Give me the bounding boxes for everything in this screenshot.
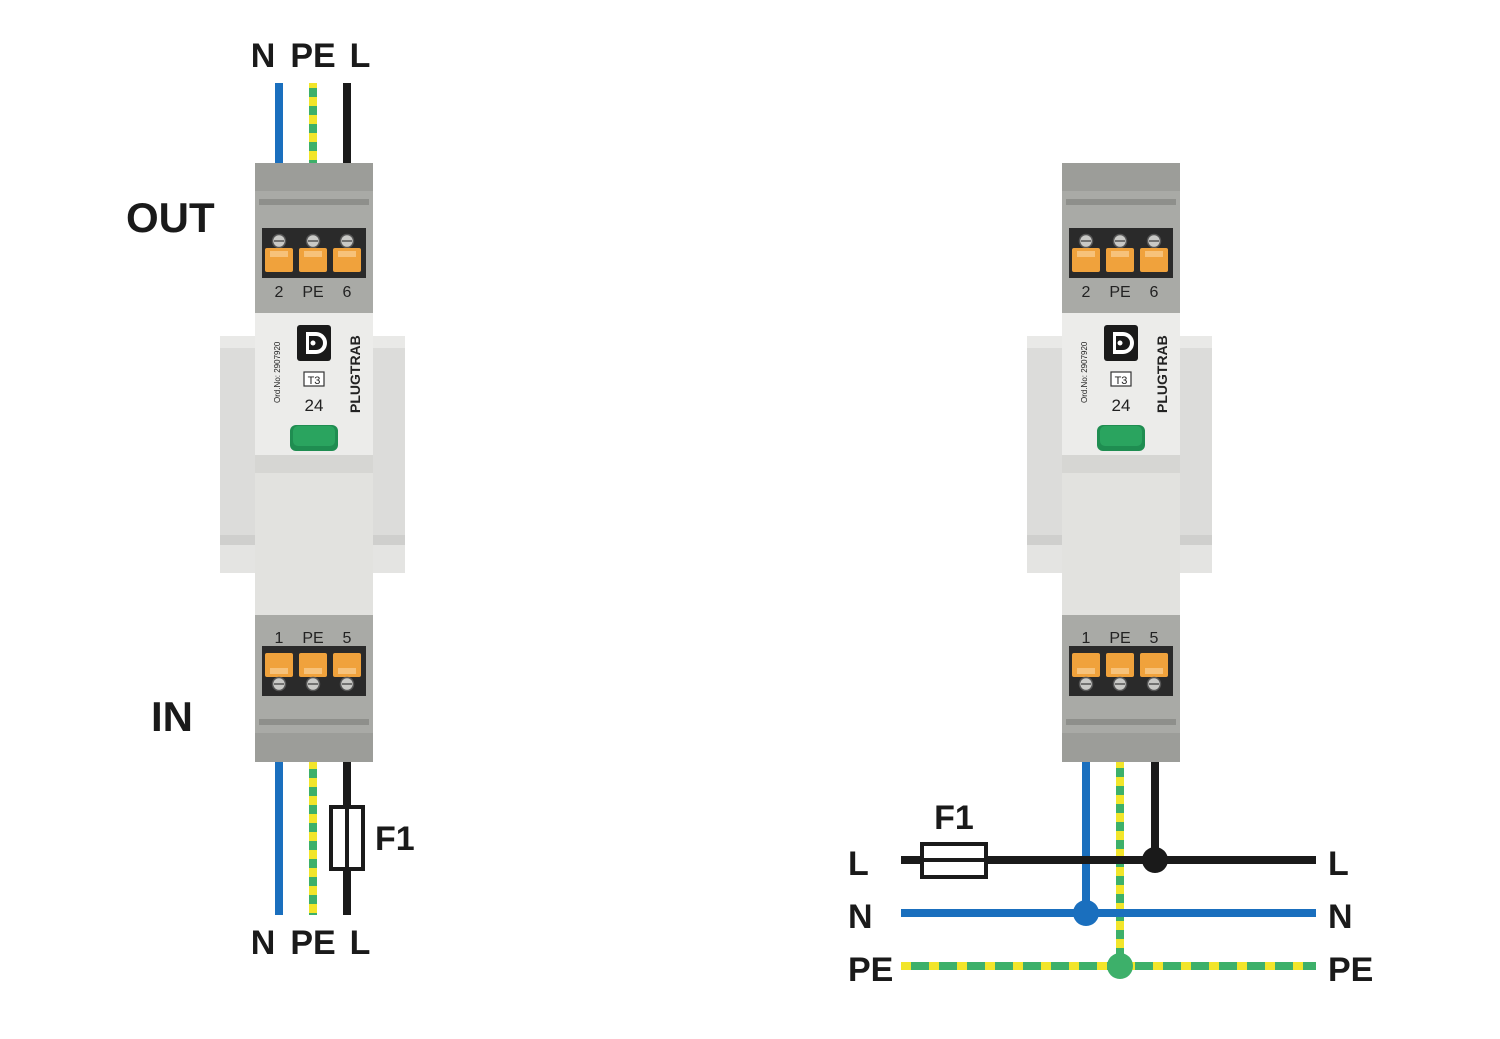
right-type-badge: T3 (1115, 375, 1128, 387)
right-left-label-l: L (848, 845, 869, 883)
left-bottom-terminal-label-0: 1 (275, 630, 284, 647)
right-left-label-n: N (848, 898, 873, 936)
right-fuse-label: F1 (934, 799, 974, 837)
right-wiring-diagram: F1 L N PE L N PE (848, 162, 1373, 989)
right-right-label-pe: PE (1328, 951, 1373, 989)
left-top-label-n: N (251, 37, 276, 75)
left-bottom-label-l: L (350, 924, 371, 962)
right-left-label-pe: PE (848, 951, 893, 989)
left-top-terminal-label-0: 2 (275, 284, 284, 301)
right-order-number: Ord.No: 2907920 (1080, 341, 1089, 403)
in-label: IN (151, 693, 193, 740)
right-top-terminal-label-1: PE (1109, 284, 1130, 301)
left-voltage-label: 24 (305, 396, 324, 415)
left-top-label-pe: PE (290, 37, 335, 75)
left-top-terminal-label-1: PE (302, 284, 323, 301)
left-brand-label: PLUGTRAB (347, 335, 363, 413)
right-brand-label: PLUGTRAB (1154, 335, 1170, 413)
left-order-number: Ord.No: 2907920 (273, 341, 282, 403)
right-right-label-n: N (1328, 898, 1353, 936)
left-type-badge: T3 (308, 375, 321, 387)
right-top-terminal-label-2: 6 (1150, 284, 1159, 301)
right-bottom-terminal-label-1: PE (1109, 630, 1130, 647)
left-fuse-label: F1 (375, 820, 415, 858)
left-top-terminal-label-2: 6 (343, 284, 352, 301)
right-bottom-terminal-label-0: 1 (1082, 630, 1091, 647)
left-bottom-label-pe: PE (290, 924, 335, 962)
right-n-junction-dot (1073, 900, 1099, 926)
left-wiring-diagram: N PE L N PE L OUT IN F1 (126, 37, 415, 962)
out-label: OUT (126, 194, 215, 241)
left-bottom-terminal-label-1: PE (302, 630, 323, 647)
right-l-junction-dot (1142, 847, 1168, 873)
right-right-label-l: L (1328, 845, 1349, 883)
left-bottom-label-n: N (251, 924, 276, 962)
right-pe-junction-dot (1107, 953, 1133, 979)
right-bottom-terminal-label-2: 5 (1150, 630, 1159, 647)
right-voltage-label: 24 (1112, 396, 1131, 415)
left-bottom-terminal-label-2: 5 (343, 630, 352, 647)
left-top-label-l: L (350, 37, 371, 75)
right-top-terminal-label-0: 2 (1082, 284, 1091, 301)
